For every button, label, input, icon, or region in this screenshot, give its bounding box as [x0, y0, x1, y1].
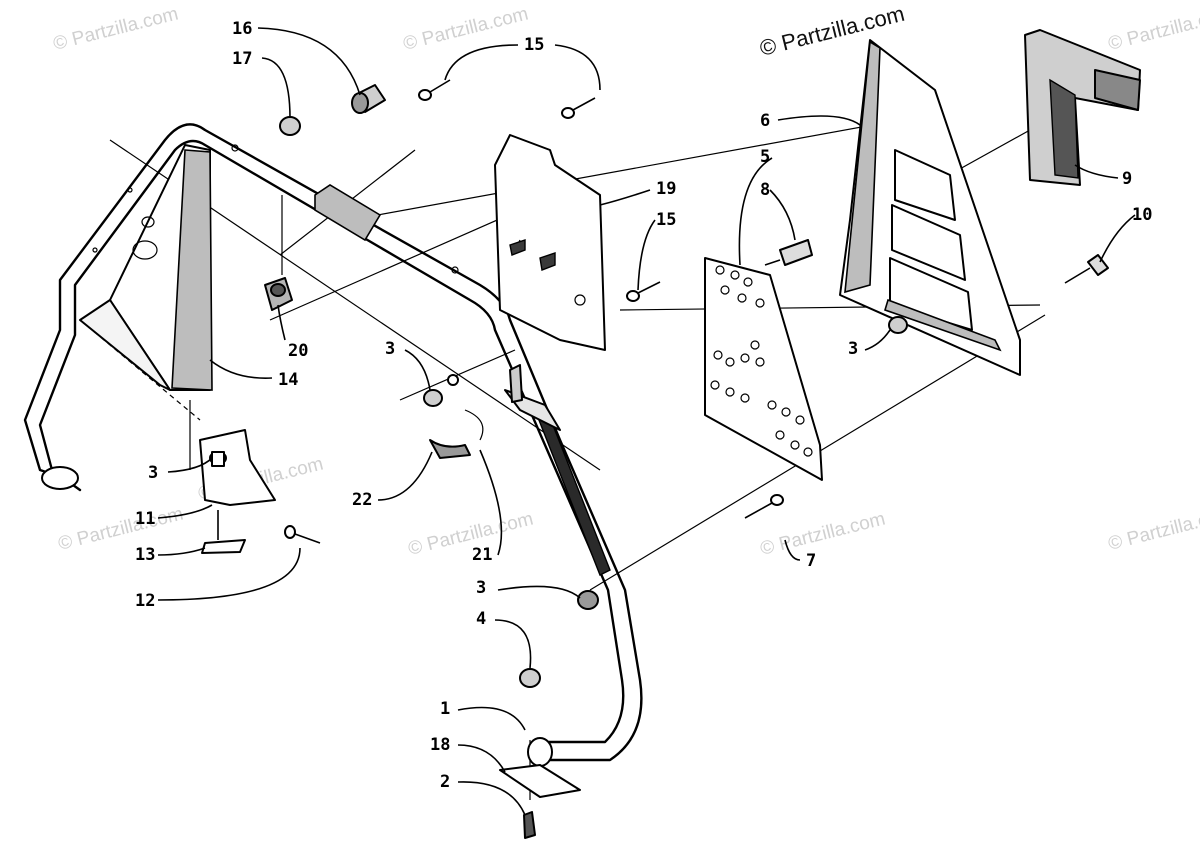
- tubular-frame: [23, 123, 643, 767]
- rivets-15-top: [418, 79, 596, 119]
- nut-3-lower: [577, 590, 599, 610]
- callout-15: 15: [656, 210, 676, 230]
- block-9: [1024, 29, 1141, 186]
- callout-9: 9: [1122, 169, 1132, 189]
- callout-17: 17: [232, 49, 252, 69]
- callout-16: 16: [232, 19, 252, 39]
- callout-3: 3: [848, 339, 858, 359]
- callout-3: 3: [476, 578, 486, 598]
- plate-19: [494, 134, 606, 351]
- callout-15: 15: [524, 35, 544, 55]
- clamp-22: [429, 409, 484, 459]
- side-panel-14: [79, 144, 213, 391]
- bolt-10: [1064, 254, 1109, 284]
- callout-21: 21: [472, 545, 492, 565]
- plate-18: [499, 764, 581, 798]
- watermark: © Partzilla.com: [401, 4, 530, 55]
- callout-12: 12: [135, 591, 155, 611]
- watermark: © Partzilla.com: [1106, 504, 1200, 555]
- perforated-panel-5: [704, 257, 823, 481]
- nut-17: [279, 116, 301, 136]
- watermark: © Partzilla.com: [51, 4, 180, 55]
- callout-8: 8: [760, 180, 770, 200]
- triangular-panel-6: [839, 39, 1021, 376]
- watermark: © Partzilla.com: [56, 504, 185, 555]
- callout-6: 6: [760, 111, 770, 131]
- callout-13: 13: [135, 545, 155, 565]
- bracket-near-frame: [504, 364, 561, 431]
- callout-19: 19: [656, 179, 676, 199]
- cap-4: [519, 668, 541, 688]
- watermark: © Partzilla.com: [406, 509, 535, 560]
- screw-8: [764, 239, 813, 266]
- nut-3-center: [423, 374, 459, 407]
- rivet-12: [284, 525, 321, 544]
- callout-3: 3: [148, 463, 158, 483]
- callout-10: 10: [1132, 205, 1152, 225]
- callout-14: 14: [278, 370, 298, 390]
- clip-13: [201, 510, 246, 554]
- bolt-2: [523, 811, 536, 839]
- rivet-7: [744, 494, 784, 519]
- leader-lines: [157, 27, 1136, 816]
- nut-3-right: [888, 316, 908, 334]
- callout-5: 5: [760, 147, 770, 167]
- callout-2: 2: [440, 772, 450, 792]
- watermark: © Partzilla.com: [758, 509, 887, 560]
- knob-16: [351, 84, 386, 114]
- callout-3: 3: [385, 339, 395, 359]
- callout-22: 22: [352, 490, 372, 510]
- rivet-15-right: [626, 281, 661, 302]
- callout-1: 1: [440, 699, 450, 719]
- callout-20: 20: [288, 341, 308, 361]
- callout-18: 18: [430, 735, 450, 755]
- mount-20: [264, 277, 293, 311]
- callout-labels: 16 17 15 6 5 8 9 10 19 15 20 14 3 3 3 11…: [135, 19, 1152, 792]
- watermark: © Partzilla.com: [1106, 4, 1200, 55]
- callout-11: 11: [135, 509, 155, 529]
- callout-7: 7: [806, 551, 816, 571]
- callout-4: 4: [476, 609, 486, 629]
- bracket-11: [199, 429, 276, 506]
